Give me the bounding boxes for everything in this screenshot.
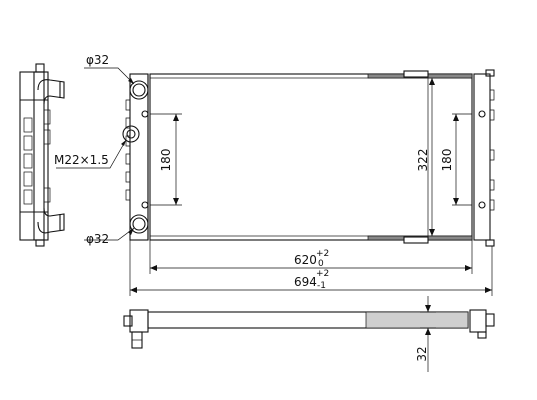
dim-height-left-label: 180 — [159, 149, 173, 172]
dim-height-right-label: 180 — [440, 149, 454, 172]
dim-overall-width-tol-upper: +2 — [316, 269, 329, 279]
leaders — [56, 67, 135, 241]
side-view-tank — [19, 63, 65, 247]
dim-overall-width-label: 694 — [294, 275, 317, 289]
dim-core-width-tol-lower: 0 — [318, 259, 324, 269]
dim-height-right: 180 — [440, 114, 459, 205]
top-view-radiator — [123, 296, 495, 372]
dim-core-height: 322 — [416, 78, 435, 236]
thread-label: M22×1.5 — [54, 153, 109, 167]
dim-core-width: 620 +2 0 — [150, 249, 472, 271]
front-view-radiator — [122, 69, 495, 247]
pipe-bottom-label: φ32 — [86, 232, 109, 246]
dim-core-width-tol-upper: +2 — [316, 249, 329, 259]
dim-core-width-label: 620 — [294, 253, 317, 267]
dim-overall-width: 694 +2 -1 — [130, 269, 492, 293]
dim-core-height-label: 322 — [416, 149, 430, 172]
dim-depth-label: 32 — [415, 346, 429, 361]
dim-overall-width-tol-lower: -1 — [317, 281, 326, 291]
dim-height-left: 180 — [159, 114, 179, 205]
pipe-top-label: φ32 — [86, 53, 109, 67]
